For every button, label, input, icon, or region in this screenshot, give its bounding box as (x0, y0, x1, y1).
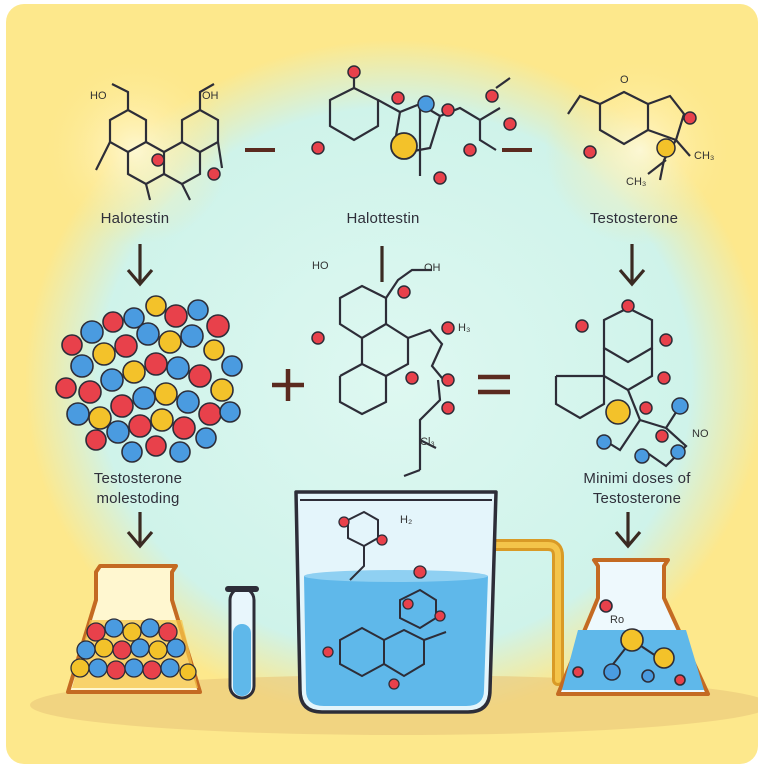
atom-label: OH (202, 90, 219, 102)
diagram-illustration (25, 40, 758, 735)
equals-sign (478, 374, 510, 395)
center-molecule-label: Halottestin (346, 210, 420, 227)
result-label-line1: Minimi doses of (583, 470, 691, 487)
atom-label: NO (692, 428, 709, 440)
atom-label: H₃ (458, 322, 471, 334)
right-molecule-label: Testosterone (589, 210, 679, 227)
left-flask (66, 564, 202, 694)
atom-label: OH (424, 262, 441, 274)
down-arrows (126, 244, 646, 549)
molecule-cluster (55, 295, 243, 463)
atom-label: CH₃ (694, 150, 715, 162)
atom-label: Cl₃ (420, 436, 435, 448)
cluster-label-line1: Testosterone (93, 470, 183, 487)
test-tube (225, 586, 259, 700)
plus-sign (272, 369, 304, 401)
cluster-label-line2: molestoding (96, 490, 180, 507)
left-molecule (95, 83, 224, 201)
center-molecule (328, 76, 511, 176)
right-flask (556, 558, 710, 696)
result-label-line2: Testosterone (592, 490, 682, 507)
atom-label: Ro (610, 614, 625, 626)
atom-label: CH₃ (626, 176, 647, 188)
atom-label: O (620, 74, 629, 86)
diagram-canvas: Halotestin Halottestin Testosterone Test… (6, 4, 758, 764)
left-molecule-label: Halotestin (100, 210, 170, 227)
atom-label: H₂ (400, 514, 413, 526)
atom-label: HO (90, 90, 107, 102)
atom-label: HO (312, 260, 329, 272)
middle-molecule (338, 268, 444, 478)
beaker (294, 490, 564, 714)
